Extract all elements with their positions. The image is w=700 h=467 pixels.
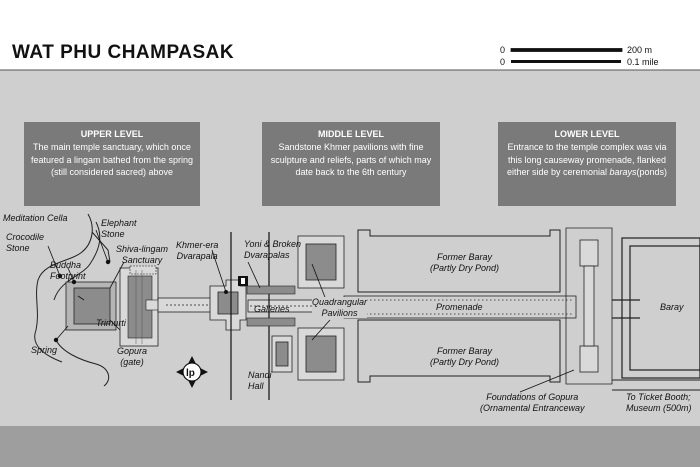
hill-contours [34, 213, 111, 387]
quadrangular-pavilions [297, 235, 345, 381]
label-elephant-stone: Elephant Stone [101, 218, 137, 239]
label-khmer-dvarapala: Khmer-era Dvarapala [176, 240, 219, 261]
label-ticket: To Ticket Booth; Museum (500m) [626, 392, 692, 413]
label-baray: Baray [660, 302, 684, 312]
causeway-upper [157, 297, 217, 313]
nandi-hall [271, 335, 293, 373]
svg-text:lp: lp [186, 368, 195, 379]
former-barays [357, 229, 561, 383]
upper-sanctuary [65, 265, 161, 347]
label-quadrangular: Quadrangular Pavilions [312, 297, 368, 318]
leader-lines [47, 229, 575, 393]
gopura-foundations [565, 227, 613, 385]
marker-dots [53, 259, 228, 343]
lower-level-heading: LOWER LEVEL [554, 129, 620, 139]
label-yoni: Yoni & Broken Dvarapalas [244, 239, 302, 260]
galleries [246, 285, 296, 327]
label-foundations: Foundations of Gopura (Ornamental Entran… [480, 392, 585, 413]
lower-level-box: LOWER LEVEL Entrance to the temple compl… [498, 122, 676, 206]
label-buddha-footprint: Buddha Footprint [50, 260, 86, 281]
label-trimurti: Trimurti [96, 318, 126, 328]
lower-level-text: Entrance to the temple complex was via t… [506, 142, 667, 178]
access-road [612, 379, 700, 391]
compass-icon: lp [176, 356, 208, 388]
scale-bar: 0 200 m 0 0.1 mile [500, 45, 659, 67]
map-title: WAT PHU CHAMPASAK [12, 42, 235, 63]
info-icon [238, 276, 248, 286]
label-gopura: Gopura (gate) [117, 346, 148, 367]
label-former-baray-top: Former Baray (Partly Dry Pond) [430, 252, 500, 273]
label-former-baray-bottom: Former Baray (Partly Dry Pond) [430, 346, 500, 367]
upper-level-heading: UPPER LEVEL [80, 129, 144, 139]
middle-level-text: Sandstone Khmer pavilions with fine scul… [270, 142, 432, 178]
scale-label: 0 [500, 45, 505, 55]
label-shiva-lingam: Shiva-lingam Sanctuary [116, 244, 169, 265]
scale-label: 0 [500, 57, 505, 67]
lower-level-italic: barays [609, 167, 637, 178]
label-galleries: Galleries [254, 304, 290, 314]
scale-label: 0.1 mile [627, 57, 659, 67]
scale-label: 200 m [627, 45, 652, 55]
baray [612, 237, 700, 379]
upper-level-text: The main temple sanctuary, which once fe… [30, 142, 194, 178]
title-bar [0, 0, 700, 40]
middle-level-heading: MIDDLE LEVEL [317, 129, 384, 139]
label-nandi-hall: Nandi Hall [248, 370, 272, 391]
label-meditation-cella: Meditation Cella [3, 213, 68, 223]
upper-level-box: UPPER LEVEL The main temple sanctuary, w… [24, 122, 200, 206]
middle-level-box: MIDDLE LEVEL Sandstone Khmer pavilions w… [262, 122, 440, 206]
label-spring: Spring [31, 345, 58, 355]
label-promenade: Promenade [436, 302, 483, 312]
header-strip [0, 40, 700, 70]
lower-level-tail: (ponds) [636, 167, 668, 178]
label-crocodile-stone: Crocodile Stone [6, 232, 45, 253]
